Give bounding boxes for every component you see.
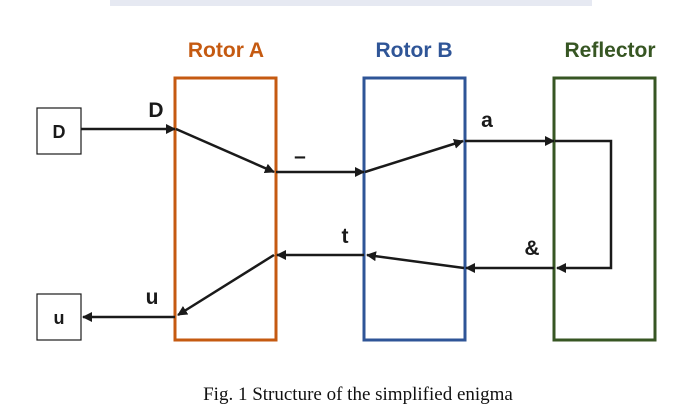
- input-box: [36, 107, 82, 155]
- rotor-a-title: Rotor A: [188, 39, 264, 62]
- signal-output-label: u: [146, 286, 159, 309]
- reflector-loop: [555, 139, 613, 273]
- arrow-rotor-a-internal-forward: [175, 127, 275, 174]
- signal-between-rotors-forward-label: –: [294, 145, 306, 168]
- output-box-label: u: [54, 308, 65, 328]
- output-box: [36, 293, 82, 341]
- rotor-b-box: [362, 76, 467, 342]
- arrow-rotor-b-internal-forward: [364, 138, 464, 174]
- rotor-b-title: Rotor B: [376, 39, 453, 62]
- arrow-rotor-b-internal-back: [366, 251, 465, 270]
- input-box-label: D: [53, 122, 66, 142]
- rotor-a-box: [173, 76, 278, 342]
- signal-between-rotors-back-label: t: [342, 225, 349, 248]
- arrow-rotor-a-internal-back: [177, 253, 275, 317]
- top-banner: [110, 0, 592, 6]
- figure-caption: Fig. 1 Structure of the simplified enigm…: [203, 384, 513, 405]
- reflector-box: [552, 76, 657, 342]
- signal-from-reflector-label: &: [524, 237, 539, 260]
- signal-input-label: D: [148, 99, 163, 122]
- signal-to-reflector-label: a: [481, 109, 493, 132]
- reflector-title: Reflector: [564, 39, 655, 62]
